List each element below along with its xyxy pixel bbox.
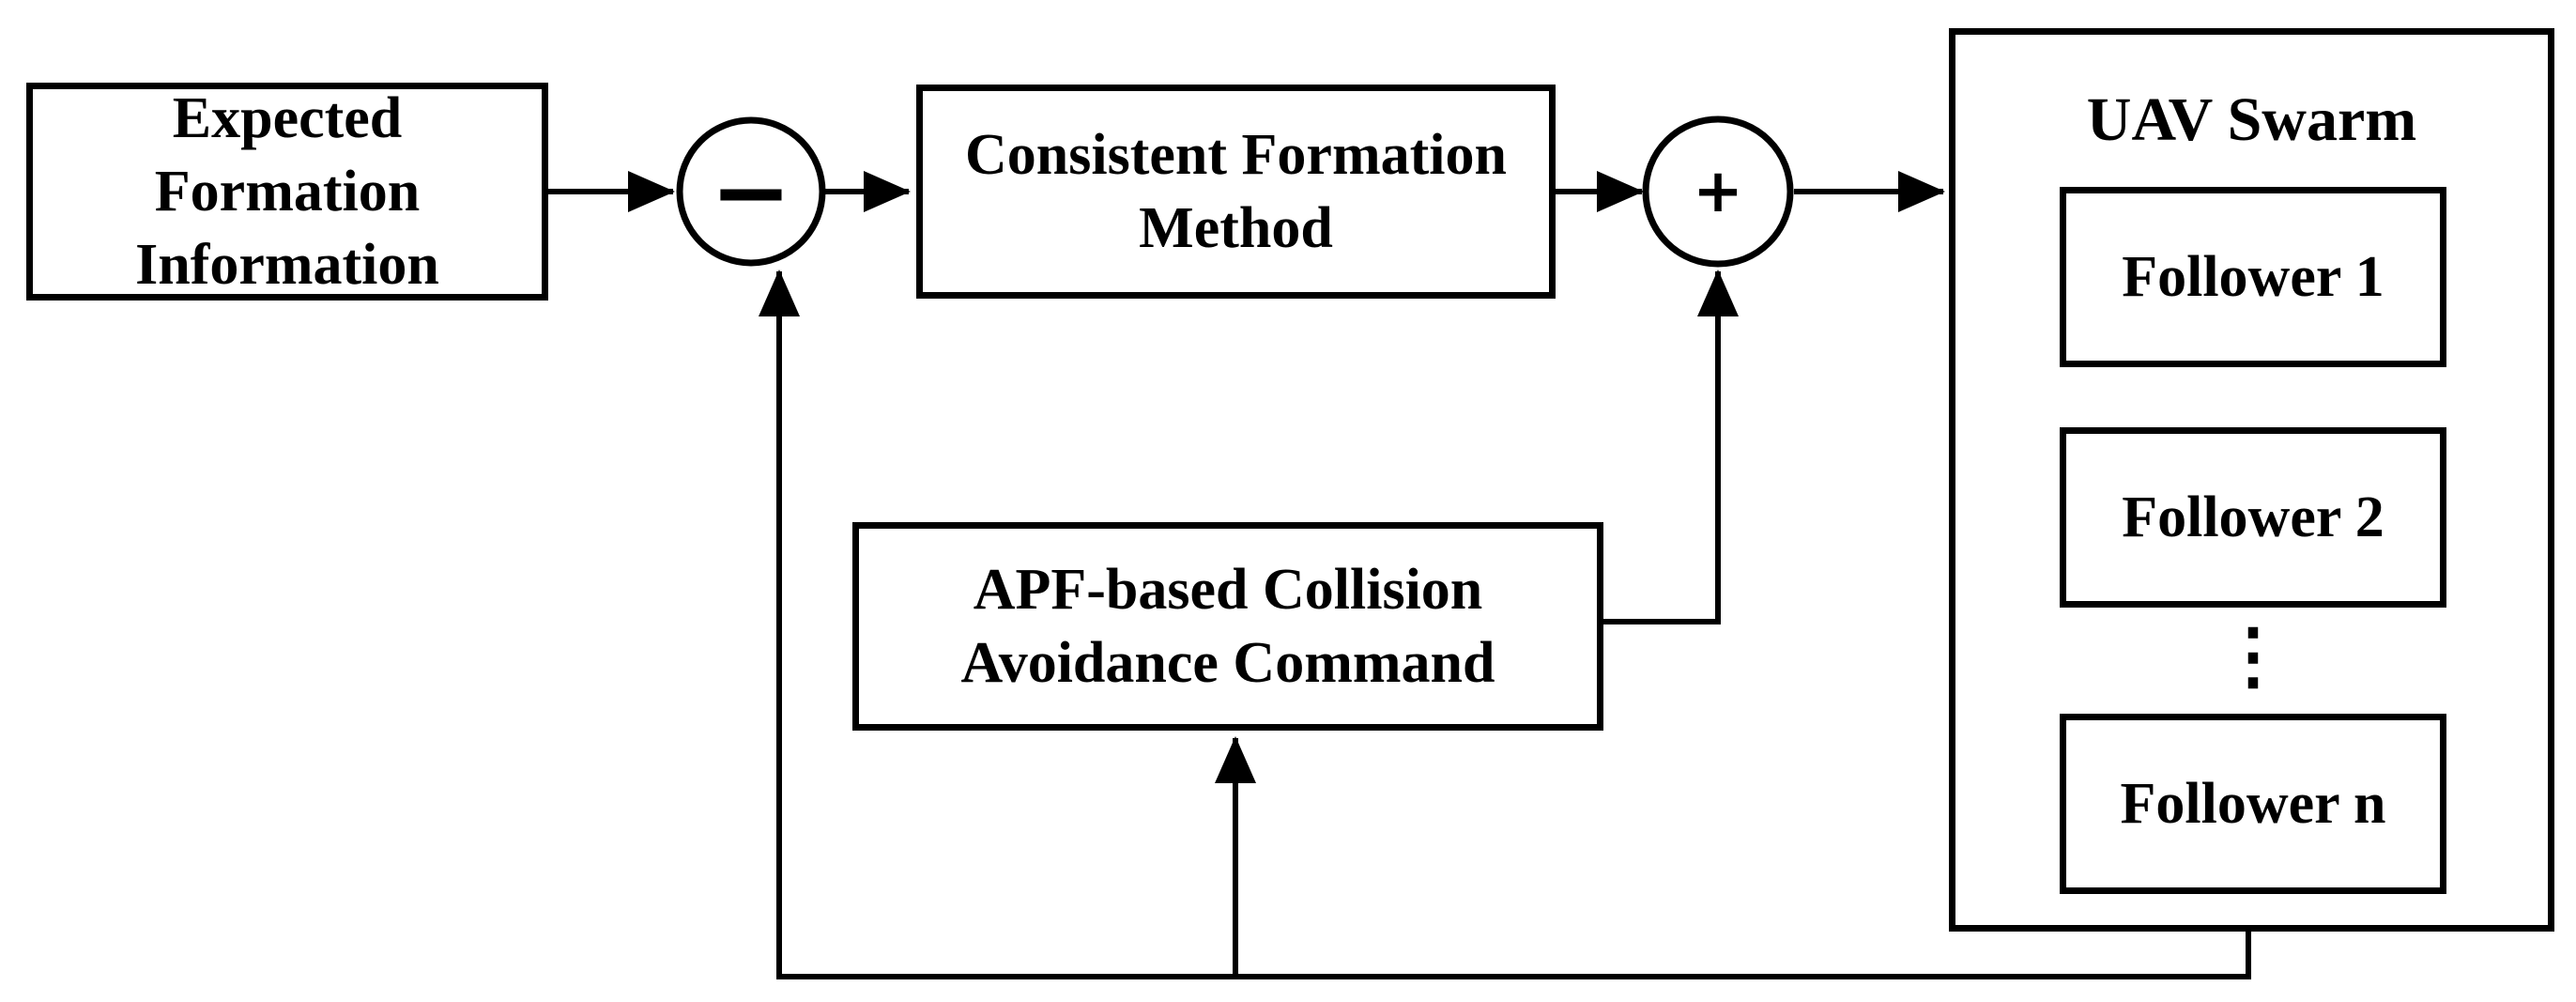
apf-label-line1: APF-based Collision <box>973 558 1483 622</box>
vertical-ellipsis: ⋮ <box>2216 615 2290 697</box>
consistent-formation-label-line2: Method <box>1139 196 1333 260</box>
consistent-formation-box: Consistent Formation Method <box>916 85 1556 299</box>
plus-junction-circle <box>1642 116 1794 268</box>
arrow-apf-to-plus <box>1602 270 1739 624</box>
expected-formation-label-line3: Information <box>135 233 439 297</box>
minus-junction-circle <box>676 116 826 267</box>
follower-n-box: Follower n <box>2060 714 2446 894</box>
feedback-uav-to-minus <box>759 270 2251 979</box>
expected-formation-label-line2: Formation <box>154 160 421 224</box>
follower-1-box: Follower 1 <box>2060 187 2446 367</box>
follower-1-label: Follower 1 <box>2122 245 2384 309</box>
expected-formation-box: Expected Formation Information <box>26 83 548 301</box>
uav-swarm-title: UAV Swarm <box>2086 85 2417 154</box>
follower-n-label: Follower n <box>2120 772 2386 836</box>
follower-2-label: Follower 2 <box>2122 486 2384 549</box>
apf-label-line2: Avoidance Command <box>960 631 1495 695</box>
consistent-formation-label-line1: Consistent Formation <box>965 123 1507 187</box>
follower-2-box: Follower 2 <box>2060 427 2446 608</box>
uav-swarm-box: UAV Swarm Follower 1 Follower 2 ⋮ Follow… <box>1949 28 2554 932</box>
minus-sign: − <box>710 134 791 249</box>
apf-collision-avoidance-box: APF-based Collision Avoidance Command <box>852 522 1603 731</box>
expected-formation-label-line1: Expected <box>172 86 403 150</box>
plus-sign: + <box>1693 157 1743 226</box>
